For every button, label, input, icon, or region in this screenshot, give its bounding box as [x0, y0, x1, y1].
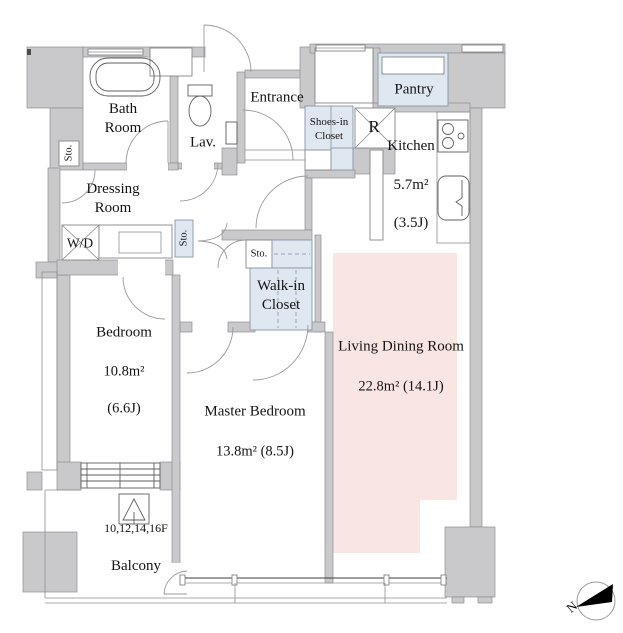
master-bedroom-door	[186, 326, 234, 374]
washer-dryer-label: W/D	[66, 235, 94, 251]
escape-hatch-icon	[118, 493, 150, 525]
bedroom-door	[122, 276, 166, 320]
storage-label-3: Sto.	[250, 248, 268, 260]
bedroom-name: Bedroom	[96, 324, 152, 341]
entrance-inner-door	[242, 109, 294, 161]
lavatory-door	[179, 162, 219, 202]
living-floor-area	[333, 253, 457, 553]
kitchen-name: Kitchen	[387, 138, 435, 155]
balcony-door	[163, 570, 188, 595]
balcony-name: Balcony	[111, 558, 161, 575]
hall-living-door	[255, 175, 309, 229]
refrigerator-label: R	[368, 117, 380, 137]
front-door	[203, 24, 252, 73]
living-dining-area: 22.8m² (14.1J)	[358, 378, 444, 395]
pantry-label: Pantry	[394, 81, 434, 98]
kitchen-label: Kitchen 5.7m² (3.5J)	[387, 118, 434, 252]
toilet-icon	[187, 84, 238, 145]
bath-window	[87, 48, 144, 56]
shoes-closet-label: Shoes-in Closet	[309, 115, 349, 142]
kitchen-tatami: (3.5J)	[393, 214, 429, 231]
master-bedroom-name: Master Bedroom	[204, 403, 306, 420]
bedroom-area: 10.8m²	[103, 363, 145, 380]
bedroom-label: Bedroom 10.8m² (6.6J)	[96, 304, 152, 437]
living-dining-label: Living Dining Room 22.8m² (14.1J)	[338, 318, 464, 417]
hall-storage-folding-doors	[197, 222, 228, 260]
kitchen-top-window	[315, 44, 504, 53]
bath-room-label: Bath Room	[104, 100, 142, 136]
doors	[61, 24, 309, 595]
kitchen-area: 5.7m²	[393, 176, 429, 193]
walk-in-closet-south-door	[252, 324, 309, 381]
blue-cabinets	[174, 52, 449, 331]
white-cabinets	[58, 47, 471, 269]
dressing-door	[61, 169, 96, 204]
bedroom-tatami: (6.6J)	[107, 400, 141, 417]
louver-window	[80, 462, 161, 489]
storage-label-2: Sto.	[178, 229, 190, 247]
bath-door	[125, 120, 169, 164]
balcony-label: 10,12,14,16F Balcony	[104, 501, 168, 597]
sink-icon	[437, 175, 470, 221]
balcony-floors-label: 10,12,14,16F	[104, 521, 168, 536]
walls	[22, 43, 506, 604]
dressing-room-label: Dressing Room	[86, 180, 140, 216]
bathtub-icon	[89, 57, 161, 97]
walk-in-closet-label: Walk-in Closet	[257, 277, 305, 313]
stove-icon	[437, 119, 469, 153]
master-bedroom-label: Master Bedroom 13.8m² (8.5J)	[204, 383, 305, 482]
master-bedroom-area: 13.8m² (8.5J)	[215, 443, 295, 460]
storage-label-1: Sto.	[63, 144, 75, 162]
balcony-railing	[44, 489, 447, 604]
storage-door	[217, 239, 247, 269]
lavatory-label: Lav.	[189, 134, 217, 151]
fixtures	[41, 44, 504, 525]
entrance-label: Entrance	[250, 89, 304, 106]
living-dining-name: Living Dining Room	[338, 338, 464, 355]
compass-icon: N	[563, 581, 616, 621]
